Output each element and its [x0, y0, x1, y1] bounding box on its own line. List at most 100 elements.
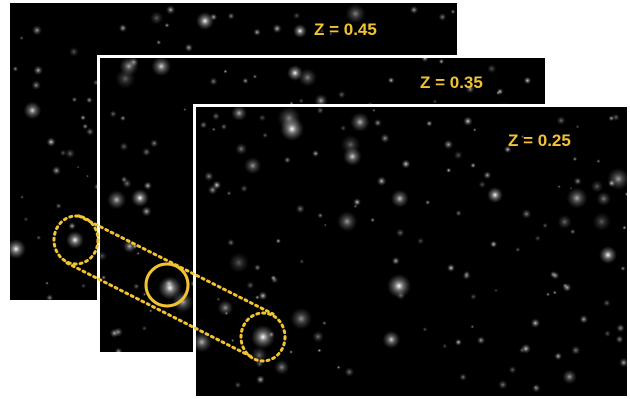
star-dot: [395, 228, 405, 238]
star-dot: [387, 77, 395, 84]
star-dot: [450, 9, 456, 15]
star-dot: [596, 191, 611, 207]
star-dot: [323, 223, 327, 227]
star-dot: [498, 380, 508, 390]
star-dot: [530, 318, 541, 328]
z-label-025: Z = 0.25: [508, 131, 571, 150]
star-dot: [289, 350, 293, 354]
star-dot: [596, 159, 601, 164]
star-dot: [519, 347, 525, 354]
star-dot: [607, 179, 616, 187]
star-dot: [604, 330, 611, 338]
star-dot: [252, 74, 258, 79]
star-dot: [212, 112, 220, 121]
star-dot: [85, 127, 95, 136]
star-dot: [183, 108, 187, 112]
star-dot: [122, 239, 137, 254]
star-dot: [592, 212, 611, 231]
star-dot: [425, 199, 431, 205]
star-dot: [409, 5, 419, 14]
star-dot: [20, 195, 24, 199]
star-dot: [114, 347, 123, 352]
star-dot: [242, 77, 249, 84]
star-dot: [322, 320, 327, 326]
star-dot: [119, 142, 129, 151]
star-dot: [523, 76, 532, 85]
star-dot: [401, 159, 411, 169]
star-dot: [204, 171, 214, 182]
star-dot: [156, 39, 162, 45]
star-dot: [316, 107, 324, 115]
star-dot: [298, 98, 304, 104]
star-dot: [240, 184, 248, 193]
star-dot: [223, 69, 228, 74]
star-dot: [566, 187, 588, 209]
star-dot: [607, 167, 627, 191]
star-dot: [483, 171, 492, 180]
star-dot: [246, 281, 255, 290]
star-dot: [216, 297, 221, 302]
star-dot: [31, 80, 41, 90]
star-dot: [459, 373, 467, 381]
star-dot: [80, 114, 86, 121]
star-dot: [571, 345, 581, 355]
star-dot: [575, 124, 580, 129]
star-dot: [292, 11, 301, 20]
star-dot: [149, 11, 164, 25]
star-dot: [209, 77, 218, 86]
star-dot: [573, 177, 582, 186]
star-dot: [272, 24, 282, 34]
star-dot: [337, 90, 346, 99]
star-dot: [521, 209, 532, 219]
star-dot: [55, 202, 62, 210]
star-dot: [46, 137, 56, 147]
star-dot: [226, 190, 232, 196]
z-label-035: Z = 0.35: [420, 73, 483, 92]
star-dot: [422, 327, 428, 332]
bright-star: [287, 65, 303, 81]
star-dot: [212, 180, 222, 190]
star-dot: [256, 375, 265, 384]
star-dot: [534, 235, 541, 242]
star-dot: [620, 266, 626, 271]
star-dot: [142, 147, 151, 157]
star-dot: [562, 369, 577, 385]
star-dot: [336, 365, 341, 370]
star-dot: [258, 114, 266, 122]
star-dot: [380, 133, 390, 143]
star-dot: [622, 225, 627, 230]
star-dot: [463, 116, 473, 126]
star-dot: [211, 127, 216, 132]
star-dot: [82, 123, 89, 130]
star-dot: [353, 198, 361, 206]
star-dot: [619, 357, 627, 368]
star-dot: [542, 222, 548, 229]
star-dot: [508, 365, 517, 374]
star-dot: [572, 156, 578, 162]
z-label-045: Z = 0.45: [314, 20, 377, 39]
star-dot: [343, 147, 362, 166]
star-dot: [569, 228, 576, 235]
star-dot: [150, 139, 159, 148]
star-dot: [32, 25, 42, 36]
star-dot: [615, 335, 624, 344]
star-dot: [224, 311, 229, 315]
star-dot: [51, 166, 62, 176]
star-dot: [262, 132, 268, 139]
star-dot: [275, 238, 281, 244]
star-dot: [231, 107, 247, 121]
star-dot: [151, 58, 172, 77]
star-dot: [520, 134, 525, 139]
star-dot: [120, 176, 128, 183]
star-dot: [438, 58, 445, 65]
star-dot: [109, 328, 119, 338]
bright-star: [293, 24, 307, 38]
star-dot: [442, 343, 448, 349]
bright-star: [280, 117, 304, 141]
star-dot: [344, 367, 355, 377]
star-dot: [255, 359, 264, 368]
star-dot: [569, 186, 573, 190]
star-dot: [36, 235, 42, 241]
bright-star: [10, 239, 26, 259]
star-dot: [494, 288, 498, 293]
